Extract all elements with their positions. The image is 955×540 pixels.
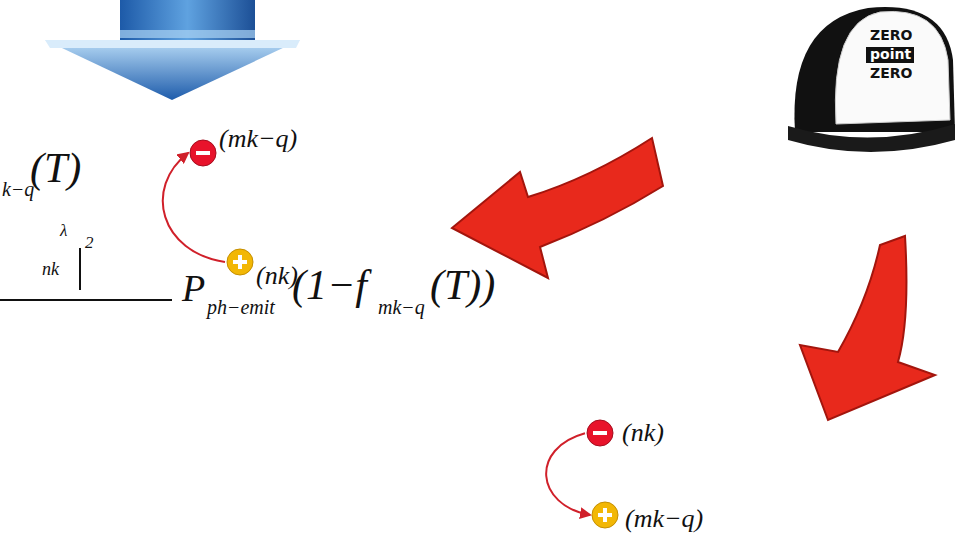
formula-text: nk: [42, 260, 59, 280]
formula-text: (T)): [430, 262, 495, 308]
cap-icon: [788, 7, 955, 152]
minus-charge: [189, 139, 217, 167]
red-arrow: [452, 138, 935, 420]
cap-text: ZERO: [870, 28, 912, 43]
formula-text: mk−q: [378, 296, 425, 318]
formula-text: (T): [30, 145, 81, 191]
cap-text: ZERO: [870, 66, 912, 81]
cap-text: point: [867, 47, 914, 62]
transition-arrow: [163, 153, 225, 262]
charge-node: (nk): [226, 248, 298, 291]
transition-arrow: [546, 433, 590, 515]
formula-text: λ: [60, 222, 67, 241]
formula-text: k−q: [2, 178, 34, 200]
charge-node: (mk−q): [189, 125, 297, 167]
blue-arrow: [45, 0, 300, 100]
formula-text: 2: [85, 234, 94, 253]
formula-text: ph−emit: [207, 296, 275, 318]
minus-charge: [586, 419, 614, 447]
charge-node: (nk): [586, 419, 664, 448]
state-label: (mk−q): [625, 505, 703, 534]
state-label: (nk): [256, 262, 298, 291]
formula-text: P: [182, 268, 205, 310]
formula-text: (1−f: [292, 262, 367, 308]
plus-charge: [226, 248, 254, 276]
plus-charge: [591, 501, 619, 529]
charge-node: (mk−q): [591, 501, 703, 534]
state-label: (mk−q): [219, 125, 297, 154]
state-label: (nk): [622, 419, 664, 448]
formula-lines: [0, 248, 172, 300]
